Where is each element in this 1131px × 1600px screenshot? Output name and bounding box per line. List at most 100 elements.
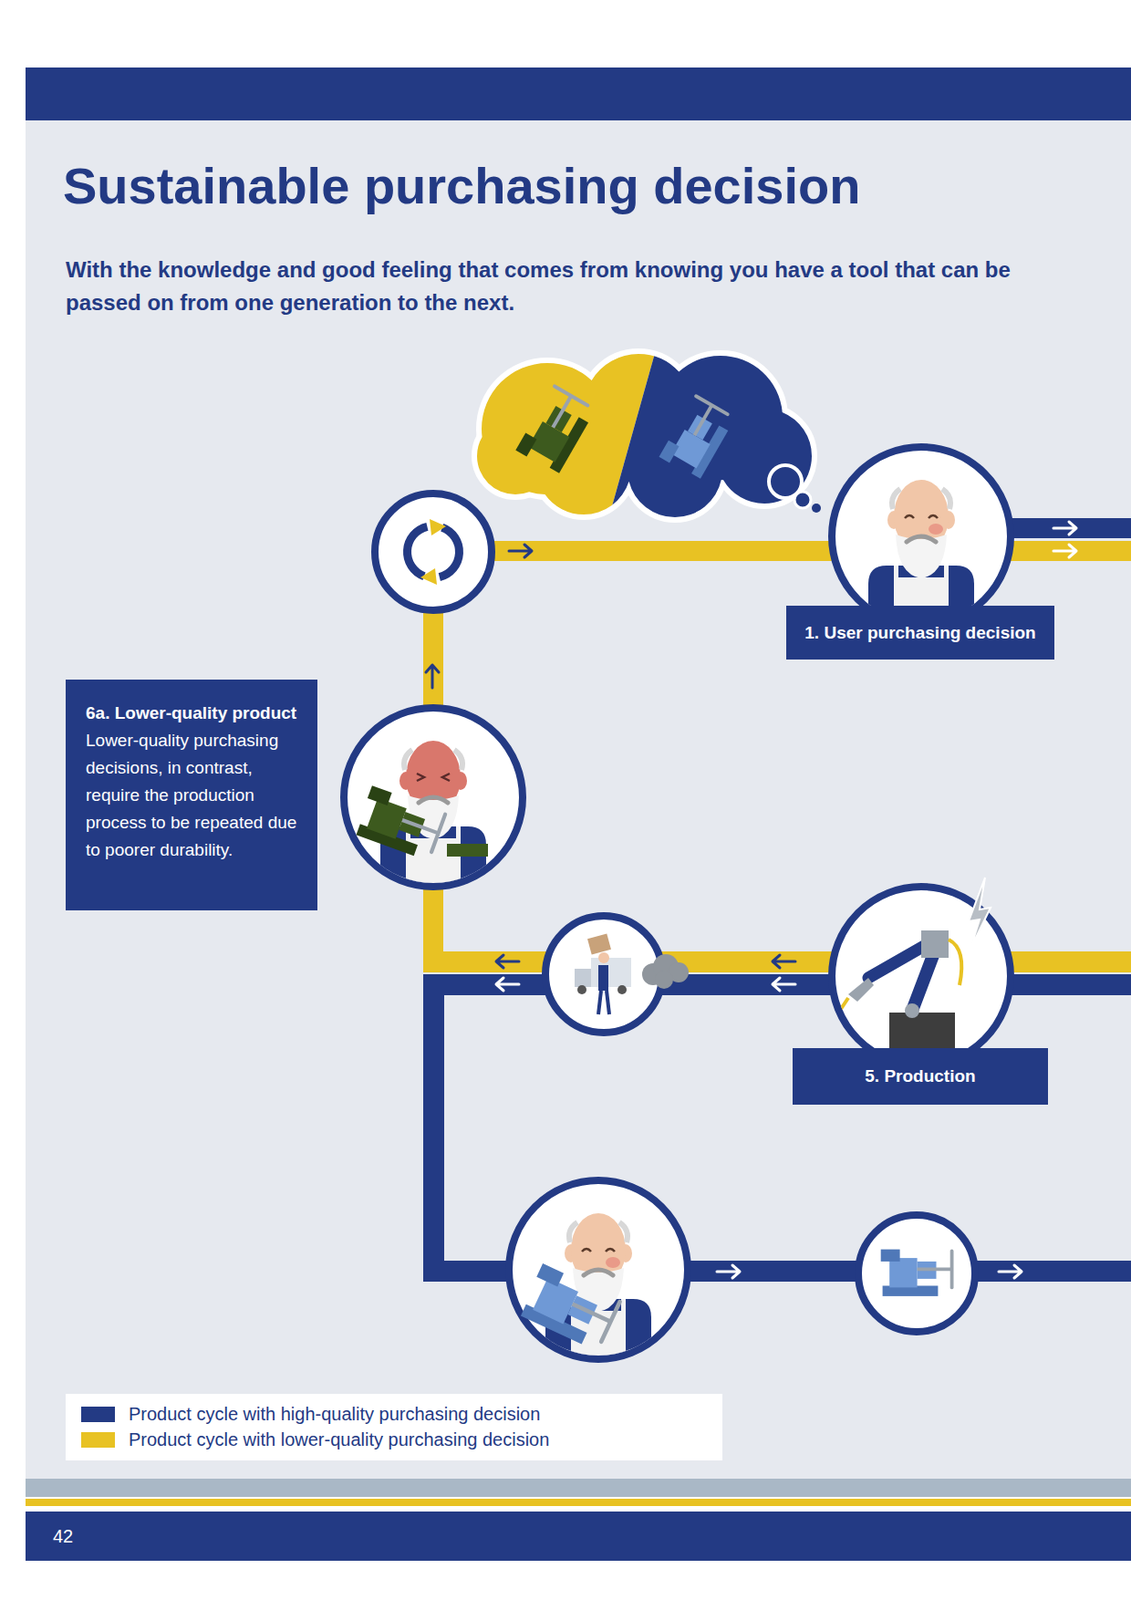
thought-cloud [456,346,831,530]
vise-circle [858,1214,976,1332]
flow-arrow-stroke [496,954,519,968]
flow-arrow [772,954,796,968]
exhaust-cloud [654,970,674,989]
flow-arrow-stroke [772,954,796,968]
info-box: 6a. Lower-quality productLower-quality p… [65,679,318,911]
blue-band [423,974,445,1282]
cheek [928,523,944,535]
flow-arrow-stroke [425,664,439,688]
robot-tool [848,977,874,1002]
robot-arm [868,944,926,978]
node-heading: 6a. Lower-quality product [85,699,300,727]
node-heading: 5. Production [864,1066,976,1087]
top-bar [25,67,1131,121]
legend-panel [65,1393,723,1461]
step-label: 1. User purchasing decision [786,605,1055,660]
flow-arrow [998,1265,1022,1278]
step-label: 5. Production [792,1047,1048,1105]
flow-arrow-stroke [772,977,796,991]
cloud-half [605,346,831,530]
flow-arrow-stroke [998,1265,1022,1278]
cloud-half [456,346,657,530]
cycle-head [429,518,447,536]
worker-leg [606,990,610,1015]
page-title: Sustainable purchasing decision [62,156,861,216]
worker-body [598,964,609,991]
page-number: 42 [52,1525,108,1547]
cycle-circle [374,493,492,611]
beard [895,534,947,579]
flow-arrow-stroke [1053,521,1077,535]
apron-strap [893,565,899,581]
cheek [605,1256,621,1268]
worker-leg [598,990,602,1015]
subtitle: With the knowledge and good feeling that… [65,253,1060,320]
flow-arrow-stroke [496,977,519,991]
cycle-head [420,568,437,585]
hair [404,749,463,770]
flow-arrow [1053,521,1077,535]
robot-arm [912,950,935,1011]
apron-strap [456,826,461,841]
vise-jaw [881,1249,901,1262]
robot-joint [921,930,949,958]
node-heading: 1. User purchasing decision [804,622,1036,644]
bottom-bar [25,1511,1131,1561]
vise-handle [554,385,588,405]
thought-bubble [794,491,811,509]
footer-strip [25,1478,1131,1497]
flow-arrow-stroke [716,1265,740,1278]
vise-handle [695,395,728,415]
vise-jaw [659,440,680,464]
mustache [418,797,448,803]
legend-text: Product cycle with high-quality purchasi… [128,1403,540,1425]
cycle-arc [438,523,464,582]
apron-strap [944,565,949,581]
vise-body [889,1257,917,1287]
robot-joint [904,1003,920,1018]
vise-handle [950,1251,955,1288]
eyes [904,515,938,519]
flow-arrow [496,954,519,968]
legend-swatch [81,1431,115,1448]
blue-band [423,974,1131,996]
broken-piece [446,843,488,857]
vise-jaw [367,785,393,806]
robot-cable [948,939,962,986]
flow-arrow [1053,544,1077,558]
truck-box [591,957,632,987]
flow-arrow [496,977,519,991]
vise-jaw [515,432,537,457]
production-circle-content [840,930,962,1068]
legend-text: Product cycle with lower-quality purchas… [128,1429,550,1451]
eyes [416,773,450,781]
transport-circle-content [574,933,632,1015]
mustache [906,536,936,542]
worker-head [598,952,610,964]
legend-item: Product cycle with high-quality purchasi… [81,1400,540,1427]
quality-vise [881,1249,953,1297]
cheap-vise [515,384,596,475]
cloud-fill [456,346,831,530]
vise-circle-content [881,1249,953,1297]
lightning [968,877,991,949]
flow-arrow [772,977,796,991]
vise-spindle [917,1267,953,1272]
parcel [587,933,612,955]
cycle-icon [403,518,464,585]
hair [569,1222,628,1243]
vise-spindle [572,1304,612,1322]
yellow-band [423,951,1131,973]
wheel [617,985,627,995]
wheel [577,985,587,995]
vise-jaw [536,1263,564,1287]
legend-swatch [81,1406,115,1422]
robot-flame [840,997,849,1009]
quality-vise [659,394,736,480]
vise-spindle [552,395,571,428]
node-body: Lower-quality purchasing decisions, in c… [85,726,300,864]
mustache [583,1269,613,1276]
hair [892,488,951,509]
truck-cab [574,968,592,987]
